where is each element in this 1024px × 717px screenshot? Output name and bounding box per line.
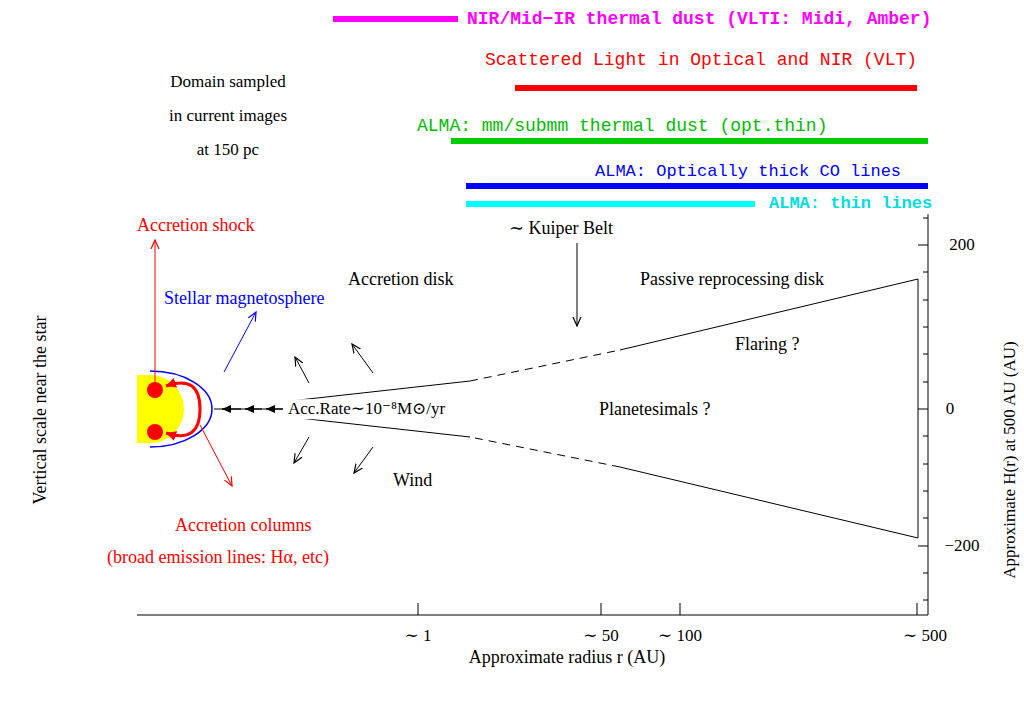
region-label: Wind <box>391 470 434 491</box>
axis-title: Approximate radius r (AU) <box>467 647 667 668</box>
region-label: Accretion disk <box>346 269 455 290</box>
tick-label: −200 <box>942 536 981 556</box>
star <box>137 375 184 443</box>
flow-line <box>214 408 283 409</box>
callout: Accretion shock <box>135 215 256 236</box>
band-label: NIR/Mid−IR thermal dust (VLTI: Midi, Amb… <box>465 9 933 30</box>
flow-arrow <box>266 408 283 409</box>
axis-title: Approximate H(r) at 500 AU (AU) <box>1000 339 1020 580</box>
wind-arrow <box>295 357 309 383</box>
tick-label: 0 <box>944 399 957 419</box>
band-label: ALMA: Optically thick CO lines <box>593 162 903 182</box>
wind-arrow <box>354 447 373 473</box>
band-label: ALMA: thin lines <box>767 194 934 214</box>
hot-spot <box>147 424 163 440</box>
tick-label: ∼ 100 <box>656 626 704 646</box>
tick-label: ∼ 500 <box>901 626 949 646</box>
leader-arrow <box>155 240 156 382</box>
coverage-bar <box>466 183 928 189</box>
region-label: Planetesimals ? <box>597 399 712 420</box>
leader-arrow <box>224 312 256 372</box>
accretion-column <box>166 383 200 409</box>
flow-arrow <box>245 408 262 409</box>
rate-label: Acc.Rate∼10⁻⁸M⊙/yr <box>286 399 447 419</box>
flow-arrow <box>222 408 241 409</box>
tick-label: ∼ 1 <box>403 626 434 646</box>
region-label: Flaring ? <box>733 334 802 355</box>
callout: ∼ Kuiper Belt <box>507 218 615 239</box>
coverage-bar <box>466 201 755 207</box>
callout: Stellar magnetosphere <box>162 288 326 309</box>
callout: Accretion columns <box>173 515 313 536</box>
axis-title: Vertical scale near the star <box>30 314 51 507</box>
tick-label: 200 <box>947 235 977 255</box>
hot-spot <box>147 382 163 398</box>
band-label: ALMA: mm/submm thermal dust (opt.thin) <box>415 116 829 137</box>
note: Domain sampled in current images at 150 … <box>162 65 294 167</box>
tick-label: ∼ 50 <box>581 626 621 646</box>
band-label: Scattered Light in Optical and NIR (VLT) <box>483 50 919 71</box>
wind-arrow <box>352 344 373 373</box>
callout: (broad emission lines: Hα, etc) <box>105 547 331 568</box>
coverage-bar <box>333 16 458 22</box>
coverage-bar <box>515 85 917 91</box>
wind-arrow <box>294 437 309 463</box>
region-label: Passive reprocessing disk <box>638 269 826 290</box>
coverage-bar <box>451 138 928 144</box>
accretion-column <box>166 409 200 436</box>
leader-arrow <box>200 425 232 486</box>
leader-arrow <box>577 243 578 326</box>
